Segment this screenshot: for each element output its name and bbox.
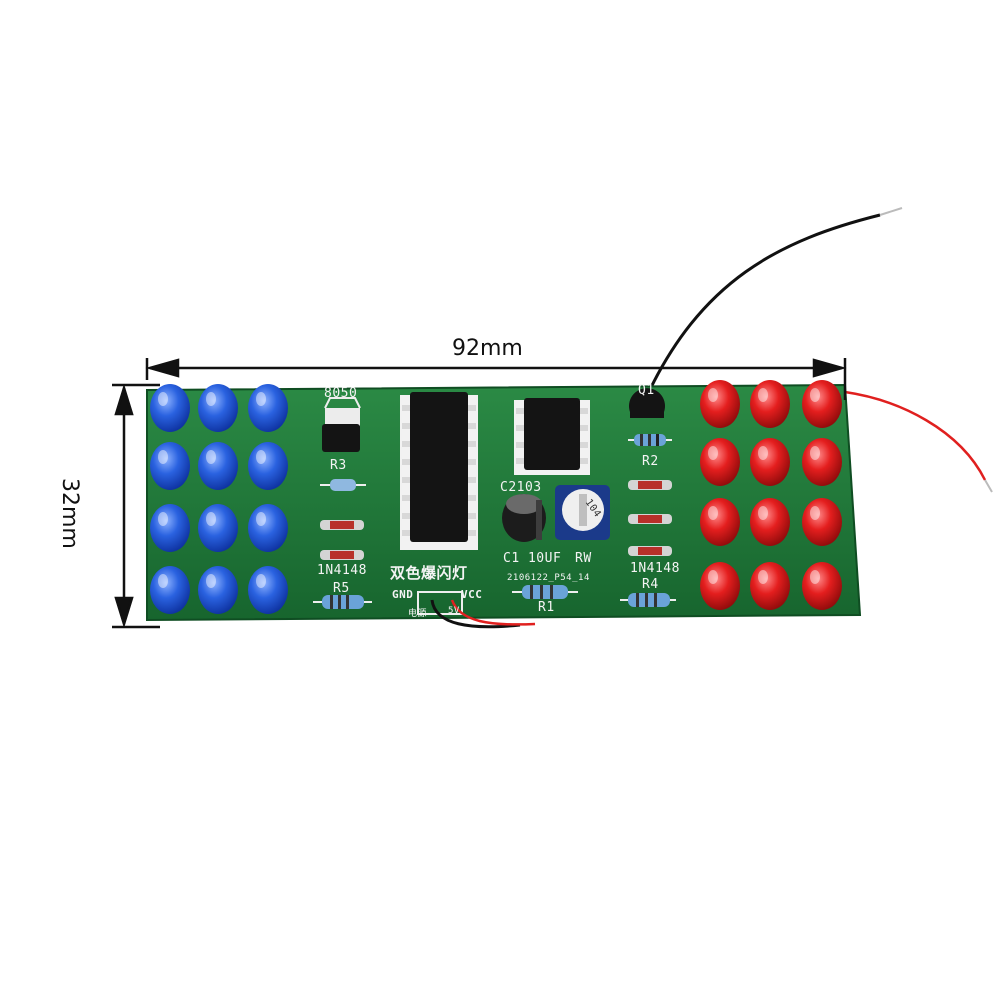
label-r3: R3 <box>330 458 347 473</box>
width-label: 92mm <box>452 336 523 361</box>
label-8050: 8050 <box>324 386 358 401</box>
blue-led <box>198 504 238 552</box>
label-r4: R4 <box>642 577 659 592</box>
ic-8pin <box>514 398 590 475</box>
blue-led <box>150 566 190 614</box>
height-dimension <box>112 383 160 629</box>
resistor-r2 <box>628 434 672 446</box>
blue-led <box>150 504 190 552</box>
label-q1: Q1 <box>638 383 655 398</box>
red-led <box>700 438 740 486</box>
width-dimension <box>145 358 847 400</box>
blue-led <box>248 504 288 552</box>
blue-led <box>198 566 238 614</box>
ic-16pin <box>400 392 478 550</box>
blue-led <box>248 566 288 614</box>
black-wire-tip <box>879 207 903 216</box>
red-led <box>750 498 790 546</box>
label-r5: R5 <box>333 581 350 596</box>
blue-led <box>198 442 238 490</box>
label-title-cn: 双色爆闪灯 <box>390 564 468 582</box>
label-power-v: 5V <box>448 606 460 616</box>
label-c2: C2103 <box>500 480 542 495</box>
red-wire-tip <box>984 479 993 493</box>
red-led <box>802 380 842 428</box>
label-r1: R1 <box>538 600 555 615</box>
resistor-r3 <box>320 479 366 491</box>
power-connector <box>417 591 536 629</box>
blue-led-array <box>150 384 288 614</box>
blue-led <box>248 442 288 490</box>
resistor-r4 <box>620 593 676 607</box>
diodes-left <box>320 520 364 560</box>
blue-led <box>150 384 190 432</box>
resistor-r5 <box>313 595 372 609</box>
label-r2: R2 <box>642 454 659 469</box>
transistor-8050 <box>322 397 361 452</box>
red-led <box>802 562 842 610</box>
red-led <box>750 438 790 486</box>
diodes-right <box>628 480 672 556</box>
red-led-array <box>700 380 842 610</box>
transistor-q1 <box>629 388 665 418</box>
black-wire <box>643 213 881 401</box>
red-led <box>750 380 790 428</box>
blue-led <box>248 384 288 432</box>
label-diode-right: 1N4148 <box>630 561 680 576</box>
label-rw: RW <box>575 551 592 566</box>
label-power-cn: 电源 <box>408 609 428 619</box>
electrolytic-capacitor <box>502 494 546 542</box>
red-wire <box>844 390 987 481</box>
resistor-r1 <box>512 585 578 599</box>
label-date-code: 2106122_P54_14 <box>507 573 590 583</box>
blue-led <box>198 384 238 432</box>
height-label: 32mm <box>57 478 82 549</box>
red-led <box>802 438 842 486</box>
label-diode-left: 1N4148 <box>317 563 367 578</box>
label-c1: C1 10UF <box>503 551 562 566</box>
red-led <box>802 498 842 546</box>
label-gnd: GND <box>392 588 414 601</box>
red-led <box>700 562 740 610</box>
label-vcc: VCC <box>461 588 483 601</box>
red-led <box>700 498 740 546</box>
red-led <box>750 562 790 610</box>
potentiometer <box>555 485 610 540</box>
red-led <box>700 380 740 428</box>
blue-led <box>150 442 190 490</box>
